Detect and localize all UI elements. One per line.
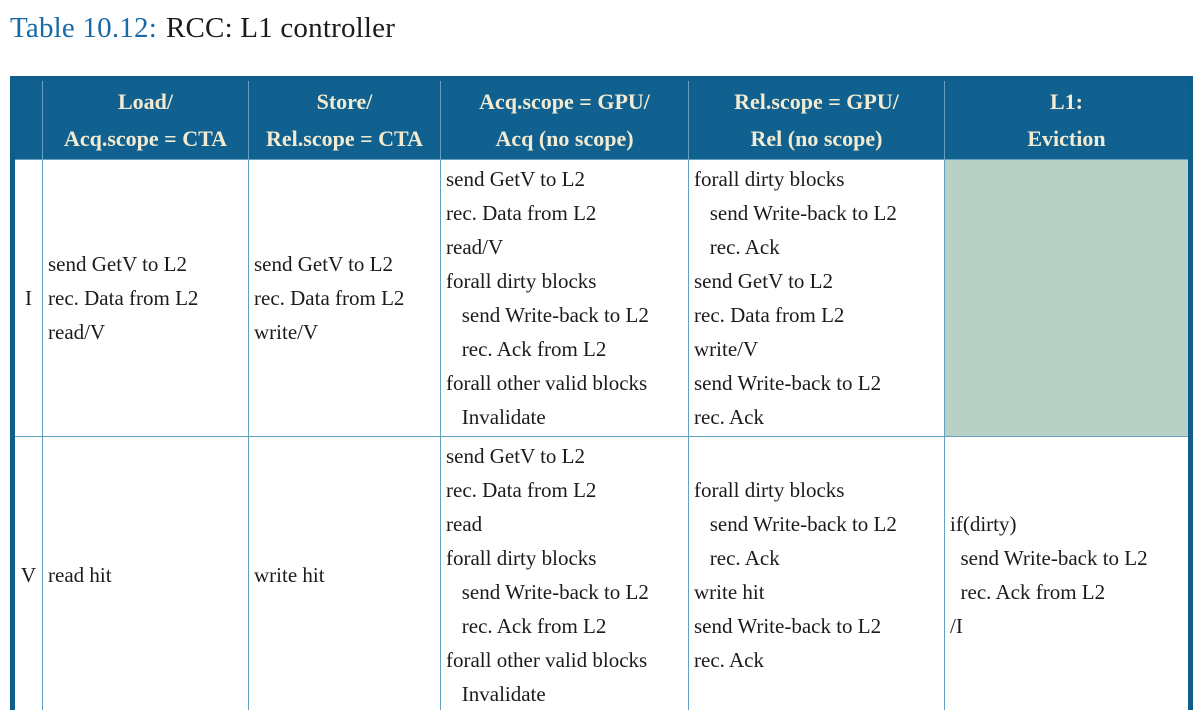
state-label-I: I [12,159,43,437]
header-cell-acq-gpu: Acq.scope = GPU/ Acq (no scope) [440,78,689,160]
table-caption-number: Table 10.12: [10,12,157,44]
cell-I-eviction-shaded [944,159,1191,437]
table-caption-title: RCC: L1 controller [165,12,396,44]
header-cell-state [12,78,43,160]
header-cell-store: Store/ Rel.scope = CTA [248,78,441,160]
cell-I-rel-gpu: forall dirty blocks send Write-back to L… [688,159,945,437]
cell-V-eviction: if(dirty) send Write-back to L2 rec. Ack… [944,436,1191,710]
rcc-l1-controller-table: Load/ Acq.scope = CTA Store/ Rel.scope =… [10,76,1193,710]
cell-I-store: send GetV to L2 rec. Data from L2 write/… [248,159,441,437]
header-row: Load/ Acq.scope = CTA Store/ Rel.scope =… [12,78,1191,160]
cell-V-rel-gpu: forall dirty blocks send Write-back to L… [688,436,945,710]
cell-I-load: send GetV to L2 rec. Data from L2 read/V [42,159,249,437]
cell-V-load: read hit [42,436,249,710]
header-cell-load: Load/ Acq.scope = CTA [42,78,249,160]
cell-V-store: write hit [248,436,441,710]
table-row-state-V: V read hit write hit send GetV to L2 rec… [12,436,1191,710]
cell-V-acq-gpu: send GetV to L2 rec. Data from L2 read f… [440,436,689,710]
cell-I-acq-gpu: send GetV to L2 rec. Data from L2 read/V… [440,159,689,437]
header-cell-rel-gpu: Rel.scope = GPU/ Rel (no scope) [688,78,945,160]
header-cell-eviction: L1: Eviction [944,78,1191,160]
table-caption: Table 10.12:RCC: L1 controller [10,10,1186,46]
table-row-state-I: I send GetV to L2 rec. Data from L2 read… [12,159,1191,437]
state-label-V: V [12,436,43,710]
